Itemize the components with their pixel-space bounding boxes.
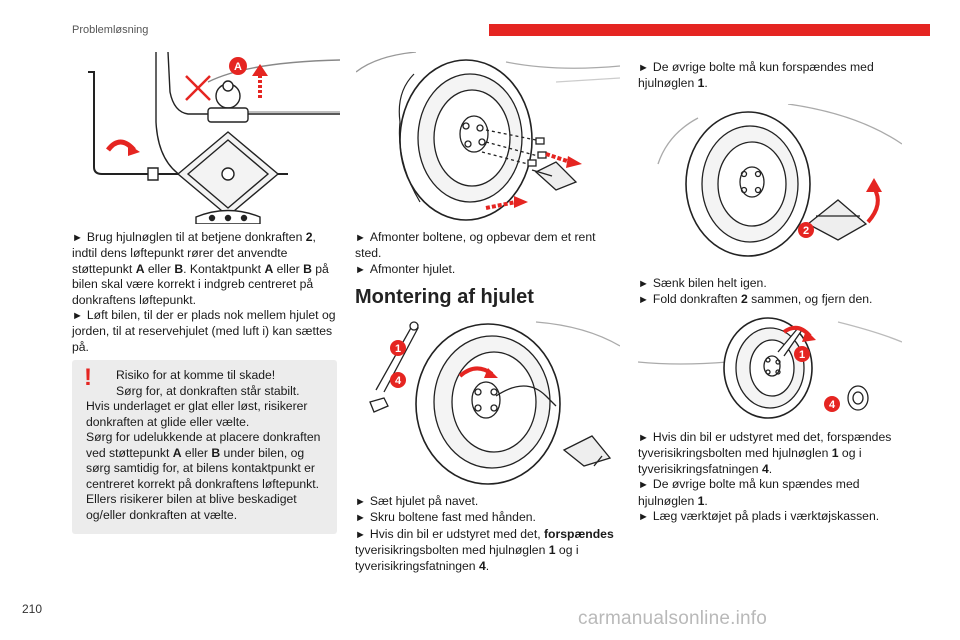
tighten-callout-4: 4 <box>829 399 836 411</box>
right-instructions-top: ►De øvrige bolte må kun forspændes med h… <box>638 60 908 92</box>
middle-instructions-top: ►Afmonter boltene, og opbevar dem et ren… <box>355 230 620 278</box>
warning-icon: ! <box>84 364 92 391</box>
middle-step-1: ►Afmonter boltene, og opbevar dem et ren… <box>355 230 596 261</box>
warning-line-5: Ellers risikerer bilen at blive beskadig… <box>86 492 297 522</box>
lowering-illustration: 2 <box>657 104 902 257</box>
right-step-5: ►De øvrige bolte må kun spændes med hjul… <box>638 477 860 508</box>
right-step-2: ►Sænk bilen helt igen. <box>638 276 767 290</box>
warning-line-1: Risiko for at komme til skade! <box>116 368 276 382</box>
middle-step-3: ►Sæt hjulet på navet. <box>355 494 479 508</box>
jack-illustration: A <box>88 52 340 224</box>
wheel-mounting-illustration: 1 4 <box>369 321 620 485</box>
mount-callout-1: 1 <box>395 343 401 355</box>
tighten-callout-1: 1 <box>799 349 805 361</box>
header-accent-bar <box>489 24 930 36</box>
warning-box: ! Risiko for at komme til skade! Sørg fo… <box>72 360 337 534</box>
left-step-1: ►Brug hjulnøglen til at betjene donkraft… <box>72 230 329 307</box>
watermark: carmanualsonline.info <box>578 608 768 629</box>
middle-step-5: ►Hvis din bil er udstyret med det, forsp… <box>355 526 614 573</box>
right-step-3: ►Fold donkraften 2 sammen, og fjern den. <box>638 292 873 307</box>
wheel-removal-illustration <box>356 52 620 221</box>
middle-step-2: ►Afmonter hjulet. <box>355 261 456 276</box>
right-step-1: ►De øvrige bolte må kun forspændes med h… <box>638 60 874 91</box>
left-step-2: ►Løft bilen, til der er plads nok mellem… <box>72 308 336 354</box>
tightening-illustration: 1 4 <box>638 317 902 419</box>
right-step-4: ►Hvis din bil er udstyret med det, forsp… <box>638 430 892 476</box>
right-instructions-middle: ►Sænk bilen helt igen. ►Fold donkraften … <box>638 276 908 309</box>
middle-instructions-bottom: ►Sæt hjulet på navet. ►Skru boltene fast… <box>355 494 620 574</box>
section-header: Problemløsning <box>72 24 149 36</box>
callout-a-label: A <box>234 61 242 73</box>
page-number: 210 <box>22 602 43 616</box>
right-instructions-bottom: ►Hvis din bil er udstyret med det, forsp… <box>638 430 908 525</box>
right-step-6: ►Læg værktøjet på plads i værktøjskassen… <box>638 509 880 524</box>
left-instructions: ►Brug hjulnøglen til at betjene donkraft… <box>72 230 340 355</box>
warning-line-3: Hvis underlaget er glat eller løst, risi… <box>86 399 308 429</box>
warning-line-2: Sørg for, at donkraften står stabilt. <box>116 383 300 398</box>
lower-callout-2: 2 <box>803 225 809 237</box>
mount-callout-4: 4 <box>395 375 402 387</box>
warning-line-4: Sørg for udelukkende at placere donkraft… <box>86 430 321 491</box>
section-title: Montering af hjulet <box>355 286 534 308</box>
middle-step-4: ►Skru boltene fast med hånden. <box>355 510 536 525</box>
